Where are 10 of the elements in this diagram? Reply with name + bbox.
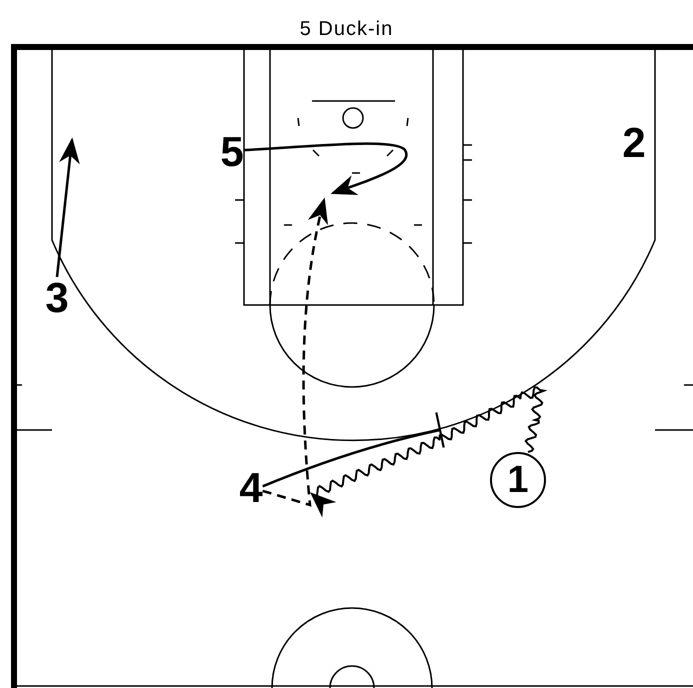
player-number: 5 (220, 131, 244, 173)
screen-line (262, 411, 445, 488)
player-number: 4 (239, 467, 263, 509)
cut-arrow (56, 137, 80, 278)
diagram-title: 5 Duck-in (298, 18, 394, 41)
dribble-arrow (310, 386, 548, 518)
player-number: 3 (45, 277, 69, 319)
pass-arrow (262, 197, 329, 506)
circled-player-number: 1 (490, 452, 546, 508)
player-number: 2 (622, 122, 646, 164)
